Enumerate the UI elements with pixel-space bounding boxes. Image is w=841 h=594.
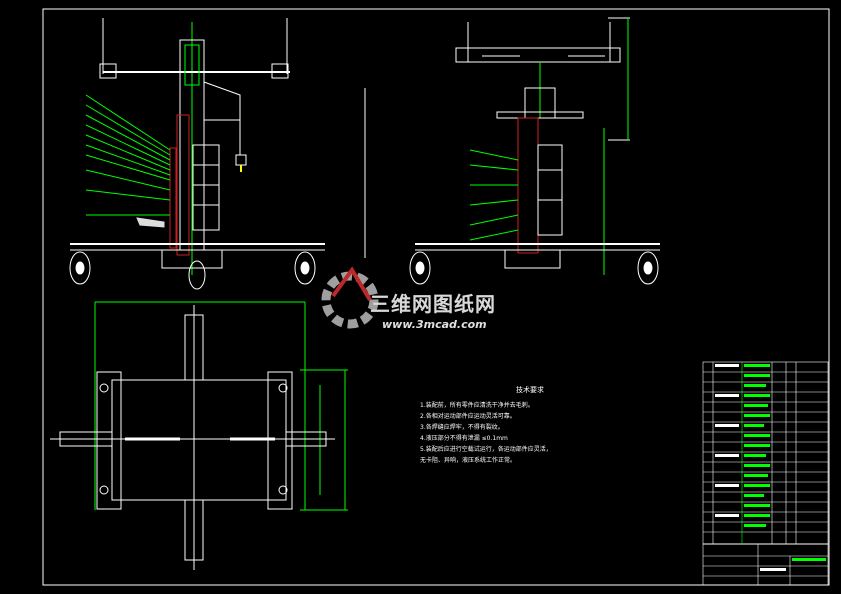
tech-note-3: 3.各焊缝应焊牢，不得有裂纹。 <box>420 424 504 431</box>
tech-note-4: 4.液压部分不得有泄漏 ≤0.1mm <box>420 435 508 442</box>
tech-note-1: 1.装配前，所有零件应清洗干净并去毛刺。 <box>420 402 534 409</box>
tech-note-6: 无卡阻、异响，液压系统工作正常。 <box>420 457 517 464</box>
watermark-logo <box>321 266 379 329</box>
sheet-border <box>42 8 830 586</box>
parts-list-text <box>715 364 826 571</box>
watermark-brand: 三维网图纸网 <box>370 292 496 316</box>
watermark-url: www.3mcad.com <box>382 318 487 331</box>
front-view <box>69 18 325 290</box>
plan-view <box>50 301 348 570</box>
technical-requirements-title: 技术要求 <box>516 386 544 394</box>
side-view <box>409 17 660 285</box>
parts-list <box>702 361 829 586</box>
tech-note-2: 2.各相对运动部件应运动灵活可靠。 <box>420 413 516 420</box>
tech-note-5: 5.装配后应进行空载试运行，各运动部件应灵活， <box>420 446 552 453</box>
technical-requirements: 技术要求 1.装配前，所有零件应清洗干净并去毛刺。 2.各相对运动部件应运动灵活… <box>420 385 680 466</box>
